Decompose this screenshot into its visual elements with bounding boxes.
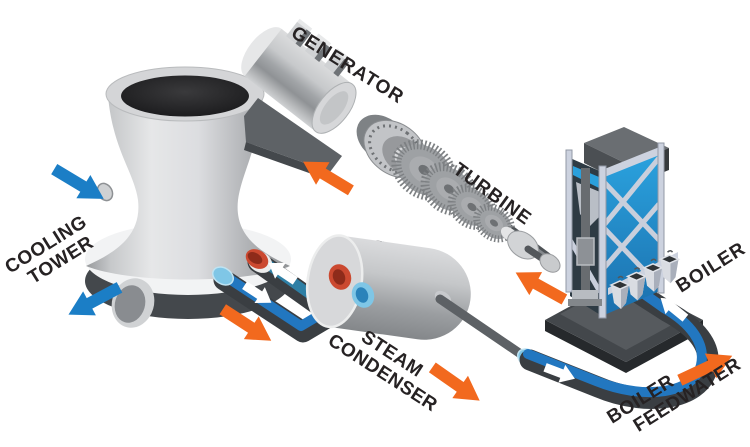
steam-condenser [305, 234, 471, 340]
cooling-tower-shell [86, 96, 290, 280]
condenser-cold-port-core [355, 287, 369, 303]
generator-face-inner [319, 91, 349, 125]
cooling-tower [85, 66, 291, 328]
condenser-warm-port-core [332, 269, 346, 285]
boiler-column-back [565, 149, 573, 293]
boiler-pump-box [576, 237, 595, 266]
boiler [565, 127, 681, 319]
warm-pipe-tower-connector-core [247, 252, 263, 264]
condensate-pipe [435, 294, 533, 364]
cooling-tower-outlet-port [114, 285, 146, 323]
boiler-label: BOILER [673, 238, 750, 297]
boiler-hoppers [609, 249, 681, 309]
boiler-column-front [598, 165, 607, 319]
boiler-to-turbine-arrow [509, 261, 571, 311]
boiler-standpipe [581, 168, 590, 292]
generator-top-blocks [286, 18, 351, 77]
turbine [356, 114, 561, 273]
boiler-column-right [657, 142, 665, 294]
condenser-body [328, 235, 471, 340]
turbine-blade-discs [391, 139, 515, 243]
boiler-standpipe-base [568, 299, 602, 306]
generator-base [244, 98, 342, 172]
cooling-tower-opening [121, 75, 249, 117]
cold-pipe-tower-connector [212, 266, 234, 286]
turbine-end-cap [539, 253, 561, 273]
boiler-top-beam [602, 146, 662, 178]
